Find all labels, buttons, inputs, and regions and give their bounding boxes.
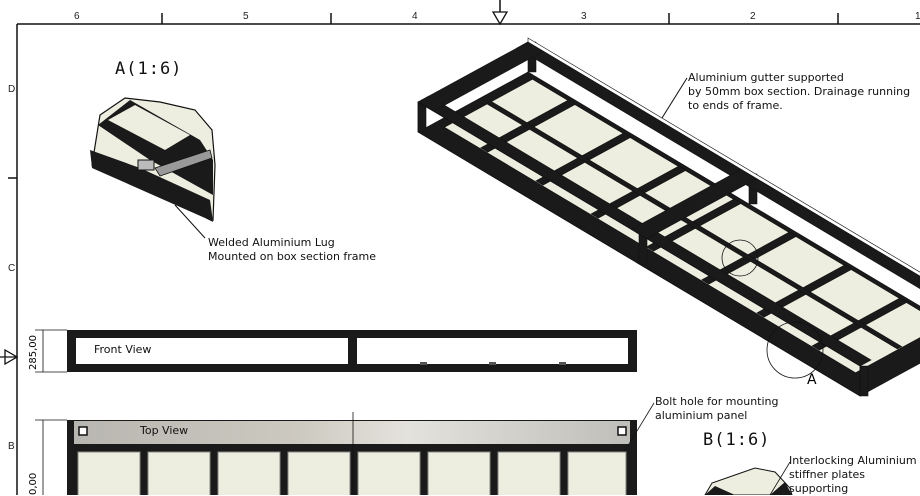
- detail-a-marker: A: [807, 372, 817, 388]
- note-line: by 50mm box section. Drainage running: [688, 85, 911, 98]
- ruler-col-5: 5: [243, 11, 249, 22]
- front-view: [35, 329, 637, 373]
- center-rail: [485, 100, 903, 350]
- detail-a-drawing: [90, 97, 216, 239]
- note-line: Mounted on box section frame: [208, 250, 377, 263]
- ruler-col-2: 2: [750, 11, 756, 22]
- detail-b-circle: [721, 239, 759, 277]
- ruler-col-6: 6: [74, 11, 80, 22]
- bolt-note: Bolt hole for mounting aluminium panel: [655, 395, 779, 423]
- top-view-panel: [497, 451, 561, 495]
- gutter-leader-line: [661, 77, 688, 119]
- front-face-outline: [417, 101, 861, 397]
- note-line: Aluminium gutter supported: [688, 71, 844, 84]
- ruler-col-1: 1: [915, 11, 920, 22]
- gutter-note: Aluminium gutter supported by 50mm box s…: [688, 71, 910, 113]
- top-view-panel: [217, 451, 281, 495]
- note-line: aluminium panel: [655, 409, 748, 422]
- isometric-frame: [417, 37, 920, 397]
- front-dimension: 285,00: [28, 335, 39, 370]
- lug-note: Welded Aluminium Lug Mounted on box sect…: [208, 236, 376, 264]
- top-view-panel: [357, 451, 421, 495]
- ruler-col-3: 3: [581, 11, 587, 22]
- top-view-panel: [567, 451, 627, 495]
- ruler-row-d: D: [8, 84, 16, 95]
- detail-a-title: A(1:6): [115, 59, 183, 79]
- side-center-arrow-icon: [0, 348, 19, 366]
- top-view-panel: [287, 451, 351, 495]
- ruler-row-b: B: [8, 441, 15, 452]
- frame-post: [417, 101, 427, 133]
- top-dimension: 0,00: [28, 472, 39, 495]
- note-line: Interlocking Aluminium: [789, 454, 917, 467]
- top-view: [35, 402, 655, 495]
- center-arrow-icon: [491, 11, 509, 26]
- top-view-panel: [77, 451, 141, 495]
- detail-a-circle: [766, 321, 824, 379]
- frame-post: [859, 365, 869, 397]
- ruler-col-4: 4: [412, 11, 418, 22]
- detail-b-drawing: [704, 461, 793, 495]
- note-line: Bolt hole for mounting: [655, 395, 779, 408]
- note-line: stiffner plates supporting: [789, 468, 866, 495]
- note-line: Welded Aluminium Lug: [208, 236, 335, 249]
- top-view-label: Top View: [140, 424, 189, 437]
- stiffener-note: Interlocking Aluminium stiffner plates s…: [789, 454, 920, 496]
- panel-bed: [443, 78, 920, 374]
- gutter: [527, 37, 920, 277]
- front-view-label: Front View: [94, 343, 152, 356]
- frame-post: [638, 233, 648, 265]
- top-view-panel: [427, 451, 491, 495]
- note-line: to ends of frame.: [688, 99, 783, 112]
- top-view-panel: [147, 451, 211, 495]
- detail-b-title: B(1:6): [703, 430, 771, 450]
- ruler-row-c: C: [8, 263, 16, 274]
